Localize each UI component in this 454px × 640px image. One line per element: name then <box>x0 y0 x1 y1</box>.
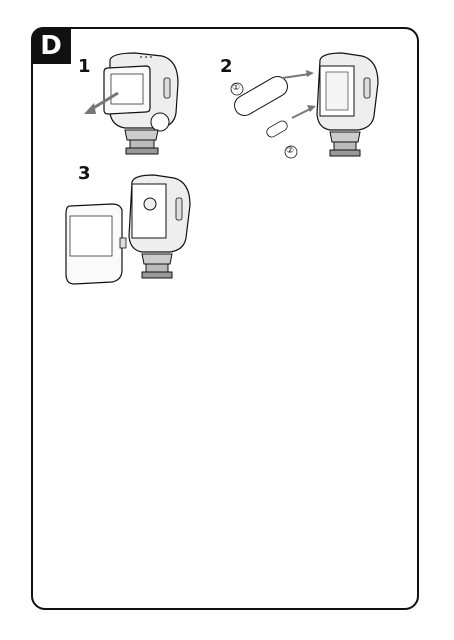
step-3-illustration <box>65 174 191 285</box>
page-frame <box>31 27 419 610</box>
step-2-number: 2 <box>220 56 233 77</box>
step-3-number: 3 <box>78 163 91 184</box>
callout-1: ① <box>232 83 241 93</box>
step-1-number: 1 <box>78 56 91 77</box>
step-2-illustration <box>230 52 379 159</box>
section-tab: D <box>31 27 71 64</box>
callout-2: ② <box>286 146 295 156</box>
step-1-illustration <box>84 52 179 155</box>
